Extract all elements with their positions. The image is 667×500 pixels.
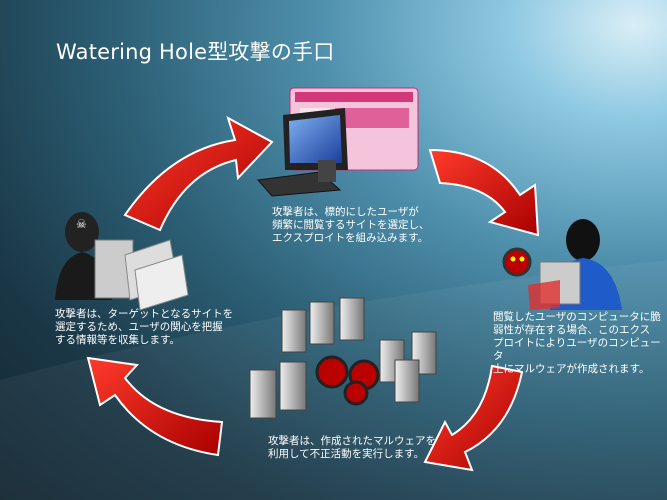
servers-icon <box>249 297 437 419</box>
step-compromise-text: 攻撃者は、標的にしたユーザが 頻繁に閲覧するサイトを選定し、 エクスプロイトを組… <box>272 206 430 244</box>
cycle-arrow-bottom-right <box>423 364 524 472</box>
slide-title: Watering Hole型攻撃の手口 <box>56 40 335 64</box>
step-exploit-text: 攻撃者は、作成されたマルウェアを 利用して不正活動を実行します。 <box>268 435 436 460</box>
attacker-icon: ☠ <box>55 212 134 300</box>
malware-bug-icon <box>502 247 532 277</box>
svg-text:☠: ☠ <box>76 217 87 231</box>
step-infect-text: 閲覧したユーザのコンピュータに脆 弱性が存在する場合、このエクス プロイトにより… <box>493 311 661 375</box>
computer-icon <box>257 108 348 197</box>
step-research-text: 攻撃者は、ターゲットとなるサイトを 選定するため、ユーザの関心を把握 する情報等… <box>55 308 234 346</box>
victim-user-icon <box>528 219 622 310</box>
cycle-arrow-bottom-left <box>86 356 224 457</box>
cycle-arrow-top-right <box>428 148 540 237</box>
cycle-arrow-top-left <box>123 115 274 232</box>
folders-icon <box>124 239 189 311</box>
malware-bugs-icon <box>315 355 380 406</box>
